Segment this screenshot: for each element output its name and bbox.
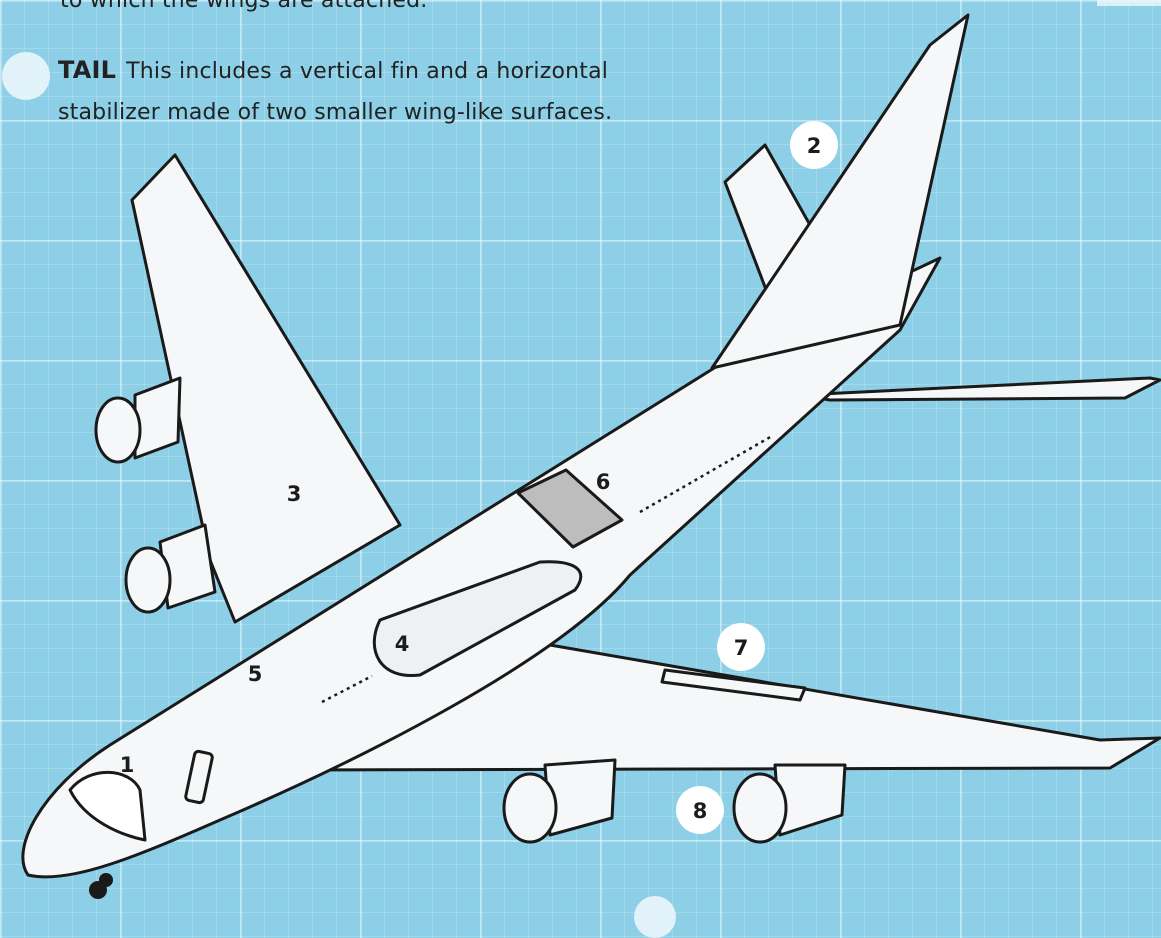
engines-label: 8: [693, 799, 708, 823]
tail-label: 2: [807, 134, 822, 158]
wings-label: 3: [287, 482, 302, 506]
cargo-hold-label: 6: [596, 470, 611, 494]
fuselage-label: 5: [248, 662, 263, 686]
lower-engine-right-intake: [734, 774, 786, 842]
lower-engine-left-intake: [504, 774, 556, 842]
upper-engine-outer-intake: [96, 398, 140, 462]
airplane-diagram: 1 2 3 4 5 6 7 8: [0, 0, 1161, 905]
right-horizontal-stabilizer: [800, 378, 1160, 400]
nose-landing-gear: [89, 873, 113, 899]
upper-engine-inner-intake: [126, 548, 170, 612]
cockpit-label: 1: [120, 753, 135, 777]
cabin-label: 4: [395, 632, 410, 656]
flaps-label: 7: [734, 636, 749, 660]
upper-engine-outer: [135, 378, 180, 458]
